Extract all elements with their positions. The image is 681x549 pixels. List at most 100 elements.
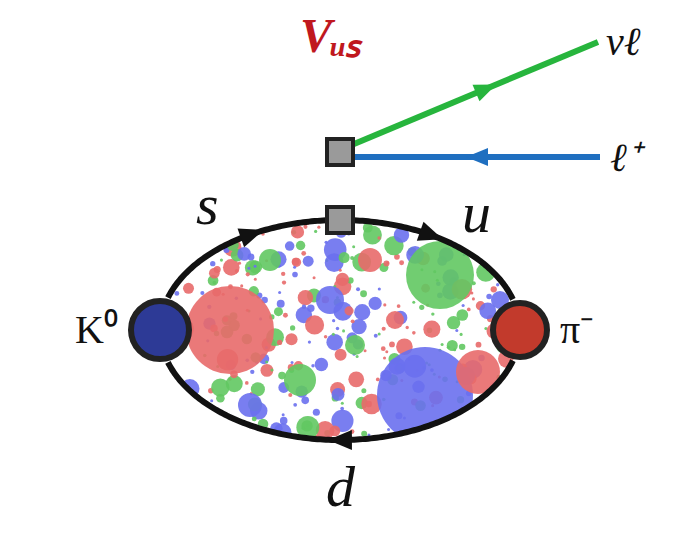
- gluon-blob: [291, 225, 304, 238]
- gluon-blob: [316, 286, 344, 314]
- gluon-blob: [274, 307, 283, 316]
- gluon-blob: [303, 225, 307, 229]
- gluon-blob: [381, 346, 386, 351]
- gluon-blob: [383, 303, 386, 306]
- gluon-blob: [235, 269, 239, 273]
- gluon-blob: [365, 401, 371, 407]
- gluon-blob: [296, 241, 305, 250]
- gluon-blob: [447, 340, 458, 351]
- gluon-blob: [361, 388, 366, 393]
- gluon-blob: [382, 327, 386, 331]
- gluon-blob: [360, 290, 367, 297]
- gluon-blob: [386, 311, 404, 329]
- gluon-blob: [210, 261, 215, 266]
- meson-circle: [490, 300, 550, 360]
- gluon-blob: [344, 306, 353, 315]
- gluon-blob: [441, 343, 444, 346]
- gluon-blob: [385, 350, 388, 353]
- gluon-blob: [339, 269, 342, 272]
- gluon-blob: [302, 427, 305, 430]
- quark-propagator: [168, 361, 513, 440]
- quark-line: [168, 361, 513, 450]
- gluon-blob: [317, 226, 320, 229]
- quark-vertex: [327, 207, 353, 233]
- gluon-blob: [183, 283, 194, 294]
- gluon-blob: [278, 291, 281, 294]
- gluon-blob: [303, 256, 314, 267]
- gluon-blob: [293, 403, 297, 407]
- gluon-blob: [460, 333, 463, 336]
- gluon-blob: [313, 276, 316, 279]
- gluon-blob: [447, 346, 450, 349]
- gluon-blob: [308, 340, 311, 343]
- hadron-bubble: [160, 220, 520, 440]
- meson-label: K⁰: [75, 310, 118, 350]
- gluon-blob: [298, 290, 313, 305]
- gluon-blob: [259, 249, 281, 271]
- gluon-blob: [283, 313, 288, 318]
- gluon-blob: [431, 312, 434, 315]
- gluon-blob: [326, 334, 343, 351]
- neutrino-arrow: [473, 76, 500, 101]
- gluon-blob: [352, 245, 355, 248]
- gluon-blob: [336, 327, 339, 330]
- gluon-blob: [364, 349, 367, 352]
- gluon-blob: [277, 300, 285, 308]
- coupling-label: Vᵤₛ: [300, 12, 361, 60]
- gluon-blob: [285, 241, 295, 251]
- gluon-blob: [280, 417, 288, 425]
- gluon-blob: [332, 388, 345, 401]
- gluon-blob: [378, 332, 381, 335]
- gluon-blob: [254, 265, 257, 268]
- gluon-blob: [220, 259, 223, 262]
- gluon-blob: [301, 251, 306, 256]
- gluon-blob: [313, 409, 320, 416]
- gluon-blob: [383, 260, 389, 266]
- quark-arrow: [417, 222, 446, 249]
- gluon-blob: [351, 319, 355, 323]
- lepton-vertex: [327, 139, 353, 165]
- gluon-blob: [369, 297, 382, 310]
- gluon-blob: [292, 272, 298, 278]
- gluon-blobs: [162, 219, 525, 443]
- neutrino-line: [354, 42, 598, 144]
- lepton-arrow: [466, 148, 488, 166]
- gluon-blob: [406, 326, 409, 329]
- gluon-blob: [378, 287, 381, 290]
- gluon-blob: [311, 364, 314, 367]
- gluon-blob: [351, 319, 366, 334]
- gluon-blob: [389, 341, 395, 347]
- gluon-blob: [341, 402, 344, 405]
- gluon-blob: [284, 364, 316, 396]
- gluon-blob: [412, 331, 416, 335]
- gluon-blob: [307, 305, 314, 312]
- meson-blob: K⁰: [128, 298, 192, 362]
- gluon-blob: [292, 258, 300, 266]
- gluon-blob: [246, 272, 250, 276]
- gluon-blob: [291, 361, 294, 364]
- gluon-blob: [419, 305, 424, 310]
- gluon-blob: [285, 333, 297, 345]
- gluon-blob: [472, 297, 475, 300]
- gluon-blob: [376, 378, 380, 382]
- gluon-blob: [374, 334, 378, 338]
- gluon-blob: [342, 329, 345, 332]
- gluon-blob: [250, 370, 254, 374]
- gluon-blob: [247, 267, 250, 270]
- gluon-blob: [387, 428, 390, 431]
- gluon-blob: [332, 319, 335, 322]
- gluon-blob: [237, 247, 251, 261]
- gluon-blob: [186, 286, 274, 374]
- gluon-blob: [332, 333, 335, 336]
- gluon-blob: [292, 258, 301, 267]
- quark-arrow: [328, 430, 352, 450]
- lepton-label: νℓ: [606, 22, 640, 62]
- gluon-blob: [377, 236, 380, 239]
- gluon-blob: [383, 356, 386, 359]
- gluon-blob: [282, 280, 286, 284]
- gluon-blob: [324, 335, 327, 338]
- gluon-blob: [210, 399, 213, 402]
- gluon-blob: [281, 272, 285, 276]
- quark-arrow: [238, 221, 267, 248]
